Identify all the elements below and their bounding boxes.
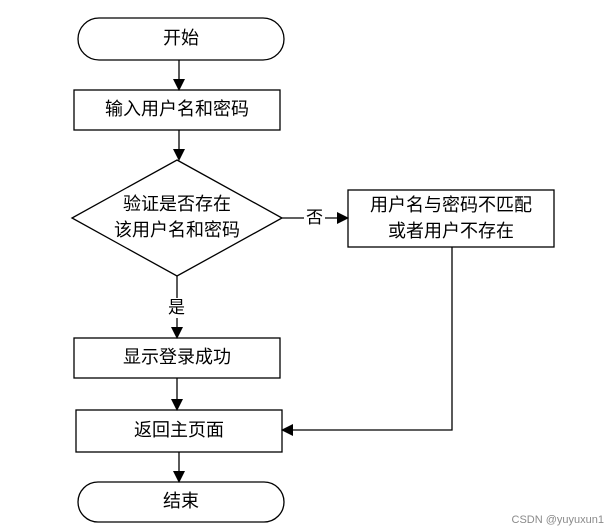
mismatch-process-box	[347, 189, 555, 248]
check-label-line1: 验证是否存在	[123, 194, 231, 215]
end-label: 结束	[163, 491, 199, 512]
mismatch-label-line2: 或者用户不存在	[388, 221, 514, 242]
success-label: 显示登录成功	[123, 347, 231, 368]
no-branch-label: 否	[304, 208, 325, 228]
home-label: 返回主页面	[134, 420, 224, 441]
yes-branch-label: 是	[166, 298, 187, 318]
success-process-box	[73, 337, 281, 379]
check-label-line2: 该用户名和密码	[114, 220, 240, 241]
start-label: 开始	[163, 28, 199, 49]
input-label: 输入用户名和密码	[105, 99, 249, 120]
arrow-mismatch-to-home	[281, 247, 453, 436]
start-terminator	[77, 17, 285, 61]
watermark: CSDN @yuyuxun1	[511, 514, 604, 526]
input-process-box	[73, 89, 281, 131]
mismatch-label-line1: 用户名与密码不匹配	[370, 195, 532, 216]
